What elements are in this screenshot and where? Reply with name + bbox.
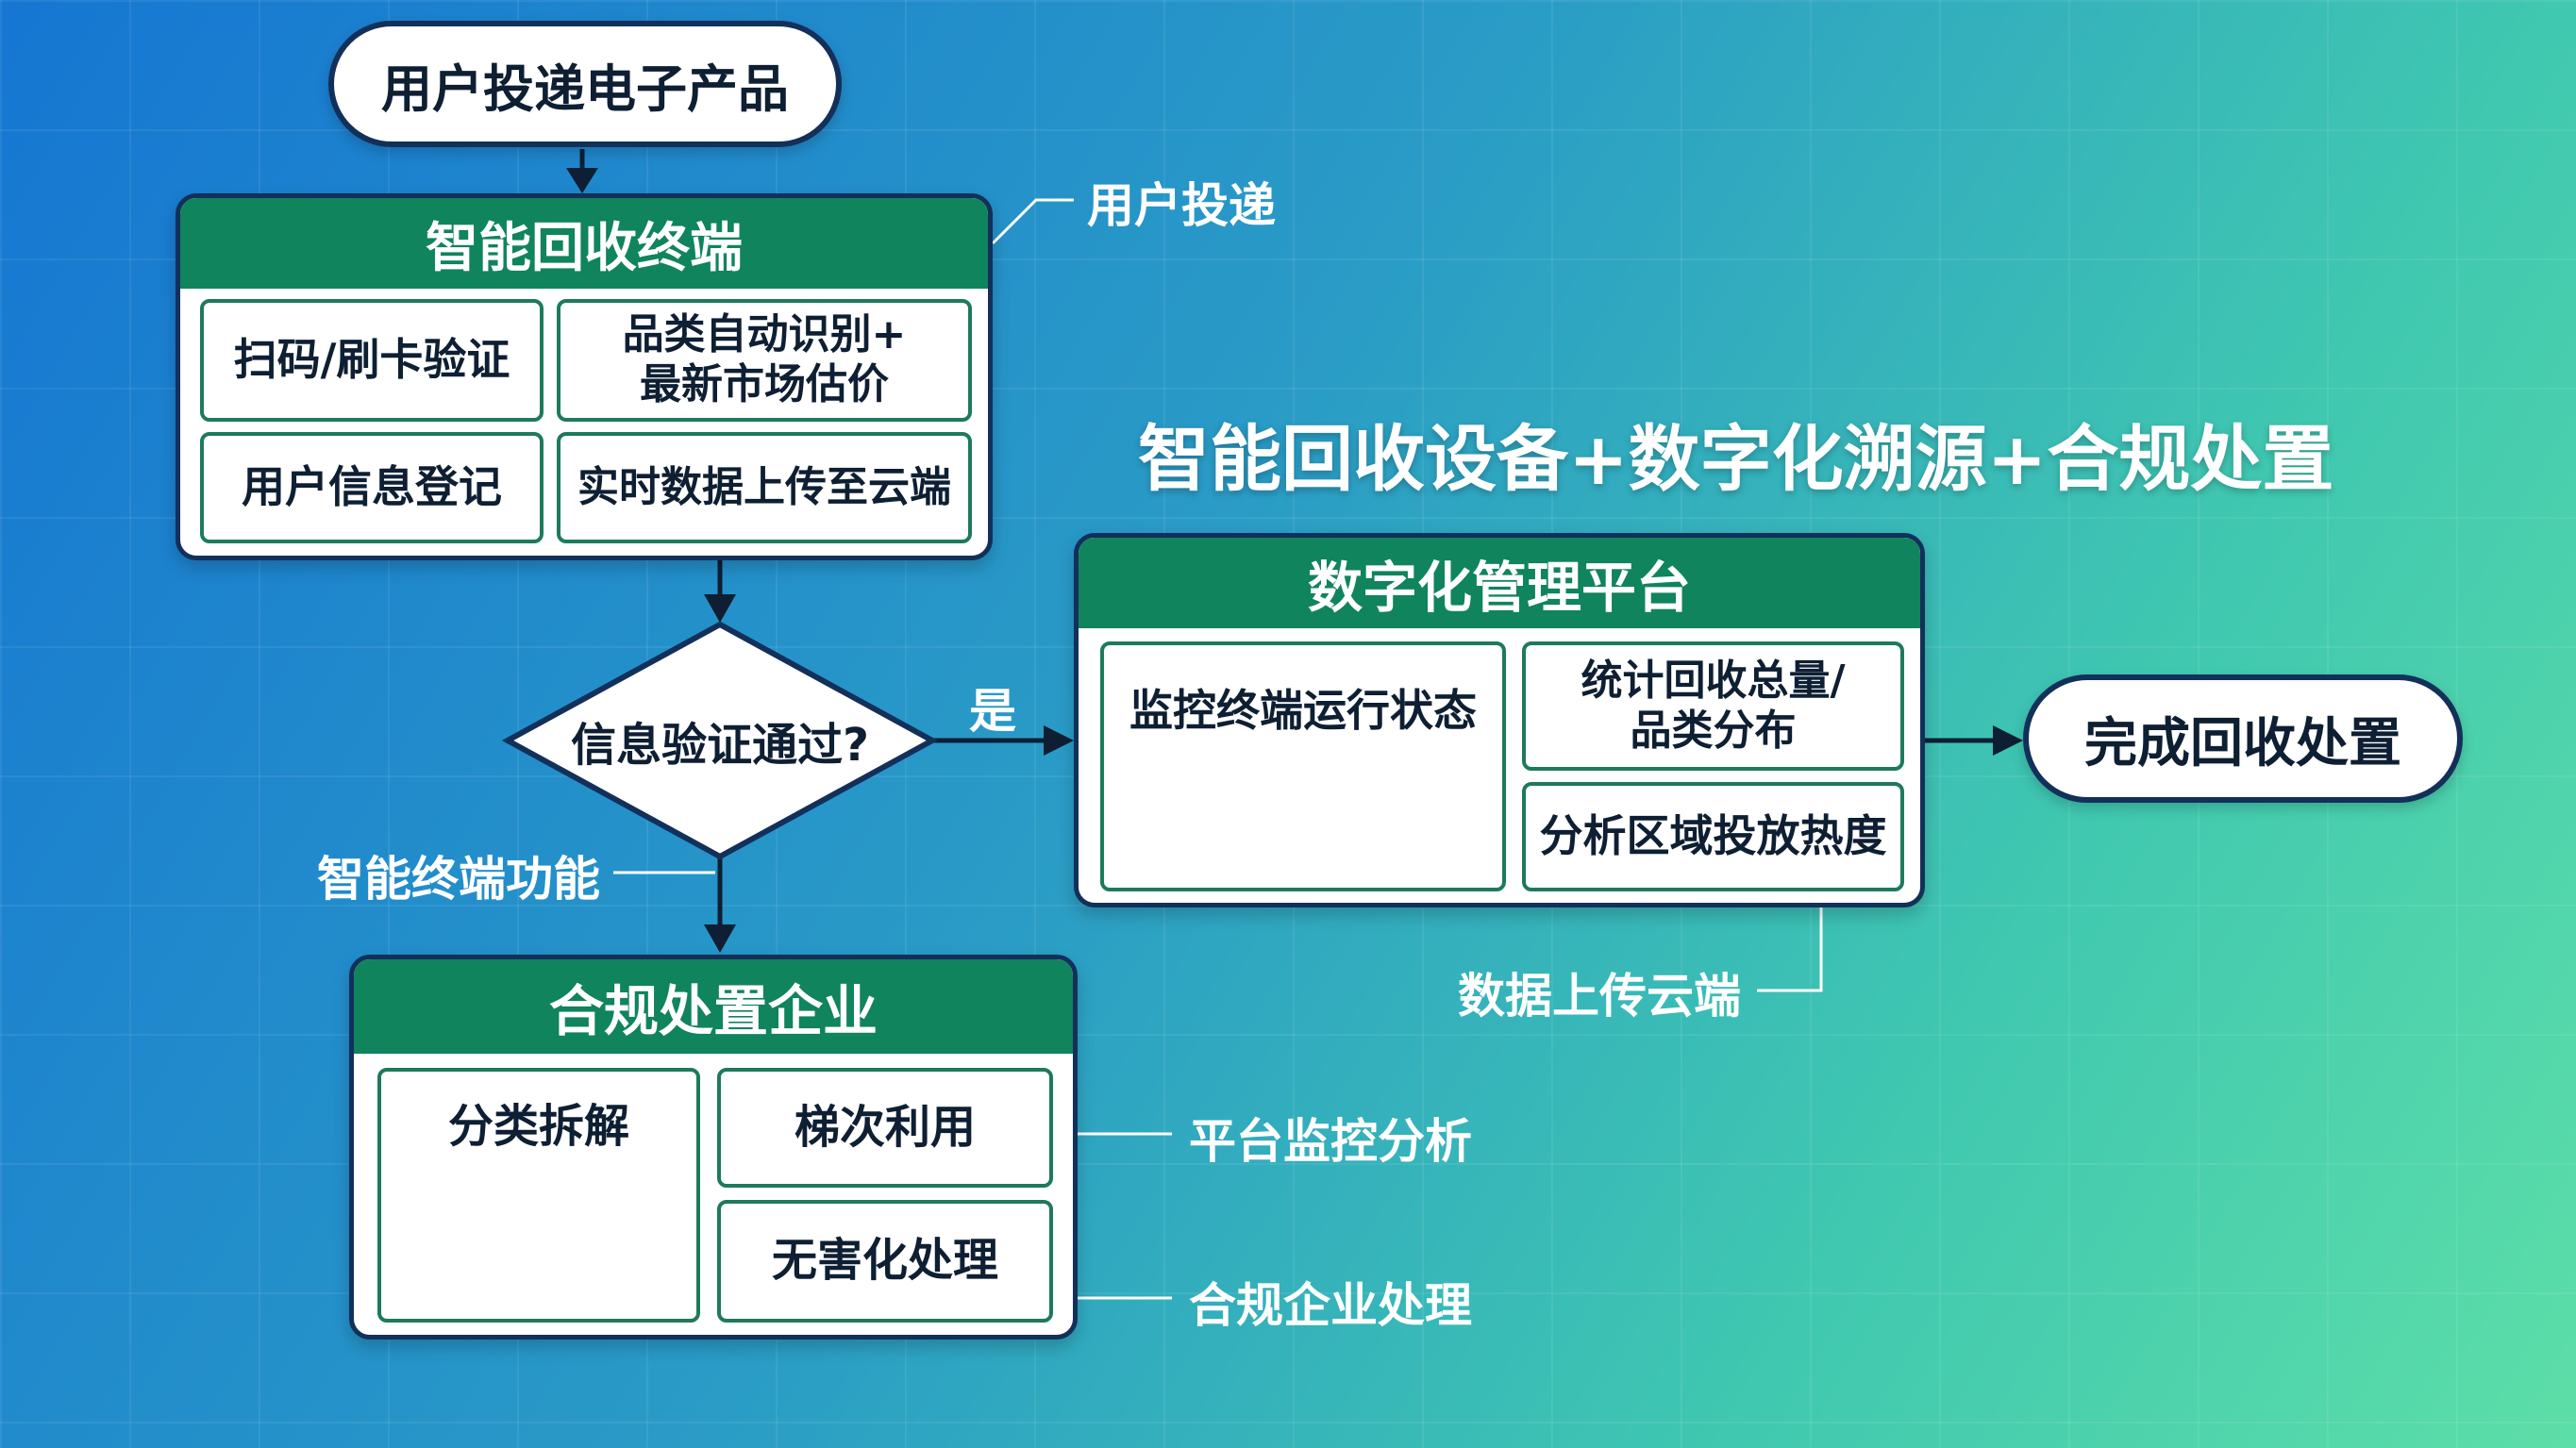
terminal-panel-header: 智能回收终端	[180, 198, 988, 289]
compliance-enterprise-panel: 合规处置企业 分类拆解 梯次利用 无害化处理	[349, 955, 1078, 1340]
decision-diamond-shape	[501, 621, 939, 860]
platform-cell-statistics-line1: 统计回收总量/	[1581, 656, 1846, 705]
compliance-cell-harmless-label: 无害化处理	[771, 1234, 998, 1288]
terminal-panel-title: 智能回收终端	[426, 217, 743, 279]
terminal-cell-auto-identify-line1: 品类自动识别+	[622, 310, 907, 359]
compliance-cell-cascade-use: 梯次利用	[717, 1068, 1053, 1188]
terminal-cell-scan-verify-label: 扫码/刷卡验证	[233, 334, 510, 386]
annotation-user-delivery: 用户投递	[1087, 178, 1276, 233]
compliance-cell-cascade-use-label: 梯次利用	[794, 1100, 976, 1154]
arrowhead-platform-to-end	[1993, 725, 2023, 756]
compliance-panel-title: 合规处置企业	[548, 979, 878, 1043]
arrowhead-terminal-to-decision	[704, 594, 736, 623]
platform-panel-title: 数字化管理平台	[1307, 556, 1691, 620]
platform-cell-region-heat: 分析区域投放热度	[1522, 782, 1904, 891]
platform-cell-monitor-terminal: 监控终端运行状态	[1100, 641, 1506, 891]
smart-recycling-terminal-panel: 智能回收终端 扫码/刷卡验证 品类自动识别+ 最新市场估价 用户信息登记 实时数…	[176, 193, 993, 560]
annotation-yes: 是	[969, 684, 1016, 739]
compliance-panel-header: 合规处置企业	[354, 959, 1073, 1054]
terminal-cell-auto-identify-line2: 最新市场估价	[640, 360, 889, 408]
annotation-platform-analysis: 平台监控分析	[1189, 1114, 1472, 1169]
arrowhead-decision-to-compliance	[704, 924, 736, 953]
arrowhead-start-to-terminal	[566, 168, 598, 193]
end-node-label: 完成回收处置	[2084, 712, 2401, 774]
platform-cell-region-heat-label: 分析区域投放热度	[1539, 810, 1887, 862]
platform-cell-statistics-line2: 品类分布	[1630, 706, 1797, 755]
terminal-cell-auto-identify: 品类自动识别+ 最新市场估价	[557, 299, 972, 422]
terminal-cell-upload-cloud-label: 实时数据上传至云端	[577, 462, 951, 511]
platform-cell-statistics: 统计回收总量/ 品类分布	[1522, 641, 1904, 771]
compliance-cell-dismantle: 分类拆解	[377, 1068, 700, 1323]
platform-panel-header: 数字化管理平台	[1079, 538, 1920, 628]
compliance-cell-dismantle-label: 分类拆解	[447, 1100, 629, 1153]
terminal-cell-user-registration-label: 用户信息登记	[242, 461, 502, 513]
terminal-cell-scan-verify: 扫码/刷卡验证	[200, 299, 544, 422]
headline: 智能回收设备+数字化溯源+合规处置	[1138, 417, 2334, 501]
annotation-terminal-function: 智能终端功能	[317, 852, 600, 907]
end-node: 完成回收处置	[2023, 674, 2463, 803]
terminal-cell-user-registration: 用户信息登记	[200, 432, 544, 543]
platform-cell-monitor-terminal-label: 监控终端运行状态	[1129, 685, 1477, 736]
digital-management-platform-panel: 数字化管理平台 监控终端运行状态 统计回收总量/ 品类分布 分析区域投放热度	[1074, 533, 1925, 907]
arrowhead-decision-yes-to-platform	[1044, 725, 1074, 756]
start-node-label: 用户投递电子产品	[381, 58, 789, 119]
leader-user-delivery	[991, 198, 1074, 245]
decision-label: 信息验证通过?	[571, 719, 869, 772]
compliance-cell-harmless: 无害化处理	[717, 1200, 1053, 1323]
annotation-upload-cloud: 数据上传云端	[1458, 969, 1741, 1024]
terminal-cell-upload-cloud: 实时数据上传至云端	[557, 432, 972, 543]
leader-upload-cloud	[1757, 907, 1823, 992]
start-node: 用户投递电子产品	[328, 21, 842, 147]
annotation-compliance-processing: 合规企业处理	[1189, 1278, 1472, 1333]
